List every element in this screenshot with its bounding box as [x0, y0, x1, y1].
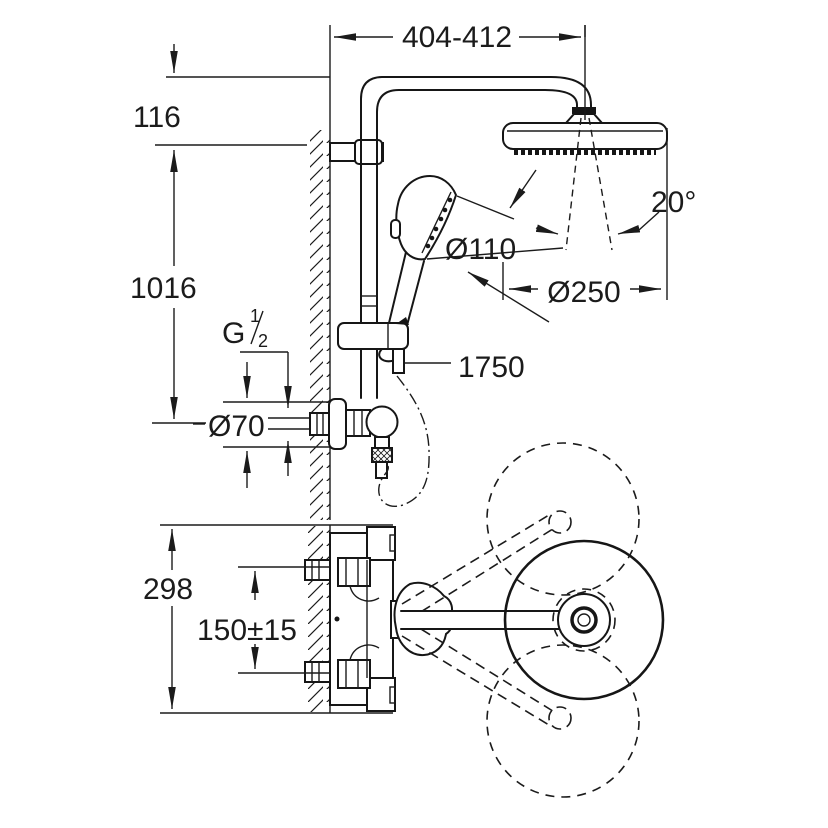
- head-shower-plan: [486, 442, 665, 798]
- head-disc-plan: [503, 539, 665, 701]
- dimension-supply-diameter: Ø70: [193, 362, 330, 488]
- dim-angle-label: 20°: [651, 186, 696, 219]
- dim-116-label: 116: [133, 101, 181, 134]
- dimension-spray-angle: 20°: [535, 186, 696, 235]
- dim-dia110-label: Ø110: [445, 233, 516, 266]
- dimension-116: 116: [133, 44, 181, 134]
- wall-hatch: [310, 130, 330, 520]
- dimension-head-diameter: Ø250: [502, 128, 668, 309]
- handle-block-bottom: [366, 677, 396, 712]
- check-valve-dome: [349, 644, 380, 661]
- spray-face-inner-line: [421, 191, 452, 254]
- dim-1016-label: 1016: [130, 272, 197, 305]
- ball-joint: [572, 107, 596, 114]
- swivel-position-lower: [486, 644, 640, 798]
- supply-nipple: [268, 412, 330, 436]
- dim-298-label: 298: [143, 573, 193, 606]
- thread-letter: G: [222, 317, 245, 350]
- shower-arm-plan: [400, 610, 571, 630]
- check-valve-dome: [349, 585, 380, 602]
- swivel-position-upper: [486, 442, 640, 596]
- wall-hatch-plan: [308, 526, 330, 712]
- hand-shower-clip: [390, 219, 401, 239]
- arm-cap-position: [548, 510, 572, 534]
- dimension-1016: 1016: [130, 150, 206, 424]
- dimension-top-width: 404-412: [334, 21, 586, 54]
- spray-face-nozzles: [425, 197, 453, 249]
- dimension-connection-spacing: 150±15: [197, 566, 330, 674]
- handle-block-top: [366, 526, 396, 561]
- dimension-hand-shower-diameter: Ø110: [426, 169, 564, 323]
- dim-top-width-label: 404-412: [402, 21, 512, 54]
- dim-dia70-label: Ø70: [208, 410, 265, 443]
- union-nut-bottom: [337, 659, 371, 689]
- valve-escutcheon: [328, 398, 347, 450]
- arm-cap-position: [548, 706, 572, 730]
- head-disc: [502, 122, 668, 150]
- head-cone: [563, 113, 605, 124]
- hose-nipple: [375, 461, 388, 479]
- shower-rail-pipe: [360, 76, 592, 399]
- shower-hose: [378, 375, 430, 507]
- holder-joint: [396, 317, 409, 325]
- dim-1750-label: 1750: [458, 351, 525, 384]
- rail-slider-holder: [337, 317, 409, 374]
- union-nut-top: [337, 557, 371, 587]
- wall-section: [310, 25, 331, 520]
- valve-knob: [365, 405, 399, 439]
- swivel-arm-positions: [401, 510, 572, 730]
- dimension-thread-g12: G 1 2: [222, 306, 292, 476]
- side-view: [155, 25, 668, 520]
- hose-connector: [392, 348, 405, 374]
- thread-denominator: 2: [258, 331, 268, 351]
- thermostat-plan: [329, 526, 402, 712]
- dim-150-label: 150±15: [197, 614, 297, 647]
- plan-view: 298 150±15: [143, 442, 665, 798]
- spray-cone: [565, 25, 613, 251]
- diverter-valve: [328, 398, 399, 479]
- dim-dia250-label: Ø250: [547, 276, 620, 309]
- annotations-side-view: 404-412 116 1016 G 1 2: [130, 21, 696, 488]
- dimension-depth: 298: [143, 529, 193, 709]
- center-mark: [334, 616, 340, 622]
- thread-numerator: 1: [250, 306, 260, 326]
- valve-outlet: [374, 436, 390, 449]
- dimension-hose-length: 1750: [405, 351, 525, 384]
